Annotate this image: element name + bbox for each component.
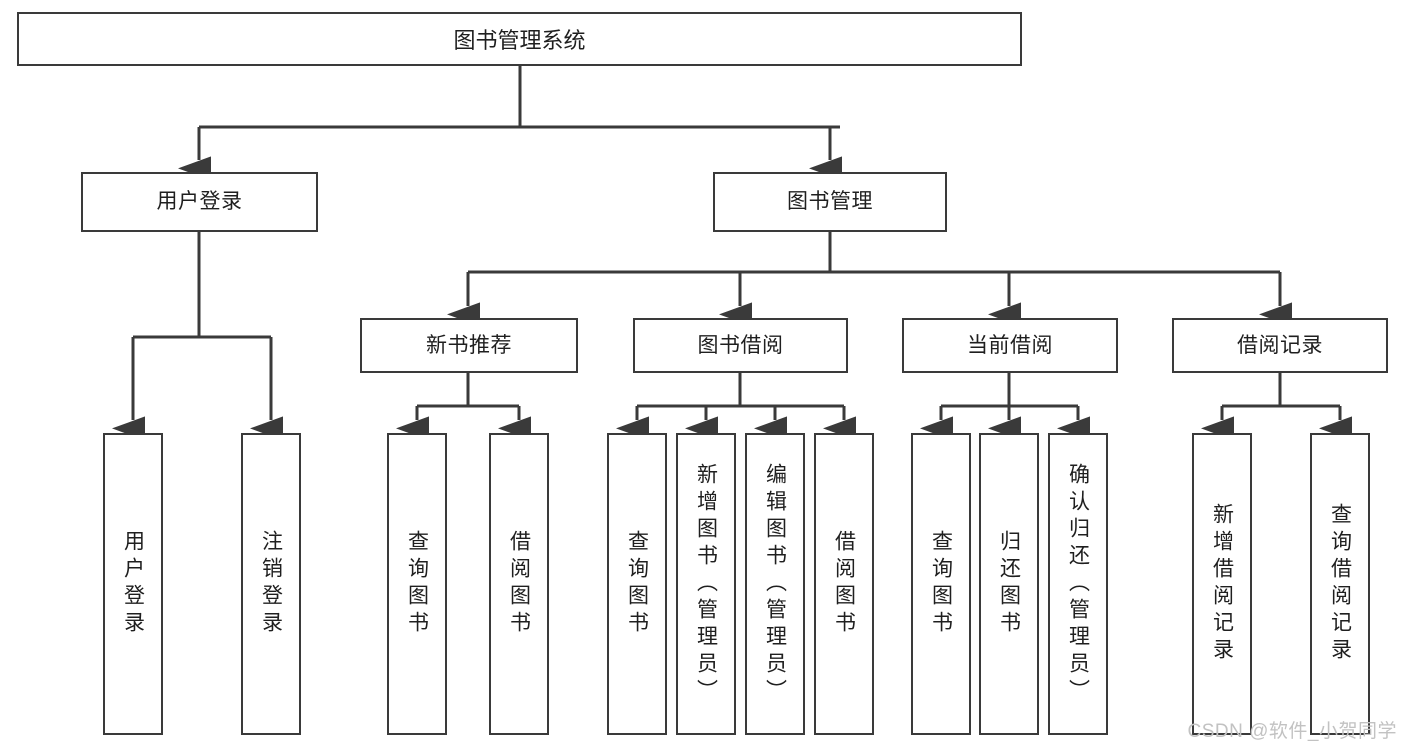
node-leaf-return-book[interactable]: 归还图书 (979, 433, 1039, 735)
watermark: CSDN @软件_小贺同学 (1187, 721, 1397, 742)
node-leaf-query-book-1-label: 查询图书 (405, 530, 429, 638)
node-root-label: 图书管理系统 (453, 28, 586, 53)
node-leaf-borrow-book-2-label: 借阅图书 (832, 530, 856, 638)
node-user-login-label: 用户登录 (156, 190, 243, 214)
node-leaf-logout-label: 注销登录 (259, 530, 283, 638)
node-new-book-recommend[interactable]: 新书推荐 (360, 318, 578, 373)
node-book-borrow-label: 图书借阅 (697, 333, 784, 357)
node-leaf-confirm-return-label: 确认归还（管理员） (1066, 462, 1090, 706)
node-leaf-add-record-label: 新增借阅记录 (1210, 503, 1234, 665)
node-current-borrow-label: 当前借阅 (967, 333, 1053, 357)
node-leaf-query-record-label: 查询借阅记录 (1328, 503, 1352, 665)
node-leaf-edit-book-label: 编辑图书（管理员） (763, 462, 787, 706)
node-leaf-query-record[interactable]: 查询借阅记录 (1310, 433, 1370, 735)
node-new-book-recommend-label: 新书推荐 (426, 333, 512, 357)
node-leaf-borrow-book-1-label: 借阅图书 (507, 530, 531, 638)
node-leaf-user-login-label: 用户登录 (121, 530, 145, 638)
node-leaf-borrow-book-2[interactable]: 借阅图书 (814, 433, 874, 735)
node-leaf-user-login[interactable]: 用户登录 (103, 433, 163, 735)
node-leaf-return-book-label: 归还图书 (997, 530, 1021, 638)
node-leaf-add-book[interactable]: 新增图书（管理员） (676, 433, 736, 735)
node-leaf-query-book-3[interactable]: 查询图书 (911, 433, 971, 735)
node-leaf-query-book-2-label: 查询图书 (625, 530, 649, 638)
node-borrow-record-label: 借阅记录 (1237, 333, 1323, 357)
node-leaf-confirm-return[interactable]: 确认归还（管理员） (1048, 433, 1108, 735)
node-leaf-add-record[interactable]: 新增借阅记录 (1192, 433, 1252, 735)
node-leaf-borrow-book-1[interactable]: 借阅图书 (489, 433, 549, 735)
node-leaf-logout[interactable]: 注销登录 (241, 433, 301, 735)
node-book-management-label: 图书管理 (787, 190, 873, 214)
node-current-borrow[interactable]: 当前借阅 (902, 318, 1118, 373)
node-user-login[interactable]: 用户登录 (81, 172, 318, 232)
node-borrow-record[interactable]: 借阅记录 (1172, 318, 1388, 373)
node-leaf-add-book-label: 新增图书（管理员） (694, 462, 718, 706)
node-book-management[interactable]: 图书管理 (713, 172, 947, 232)
node-leaf-edit-book[interactable]: 编辑图书（管理员） (745, 433, 805, 735)
node-leaf-query-book-2[interactable]: 查询图书 (607, 433, 667, 735)
node-book-borrow[interactable]: 图书借阅 (633, 318, 848, 373)
node-root[interactable]: 图书管理系统 (17, 12, 1022, 66)
node-leaf-query-book-1[interactable]: 查询图书 (387, 433, 447, 735)
node-leaf-query-book-3-label: 查询图书 (929, 530, 953, 638)
